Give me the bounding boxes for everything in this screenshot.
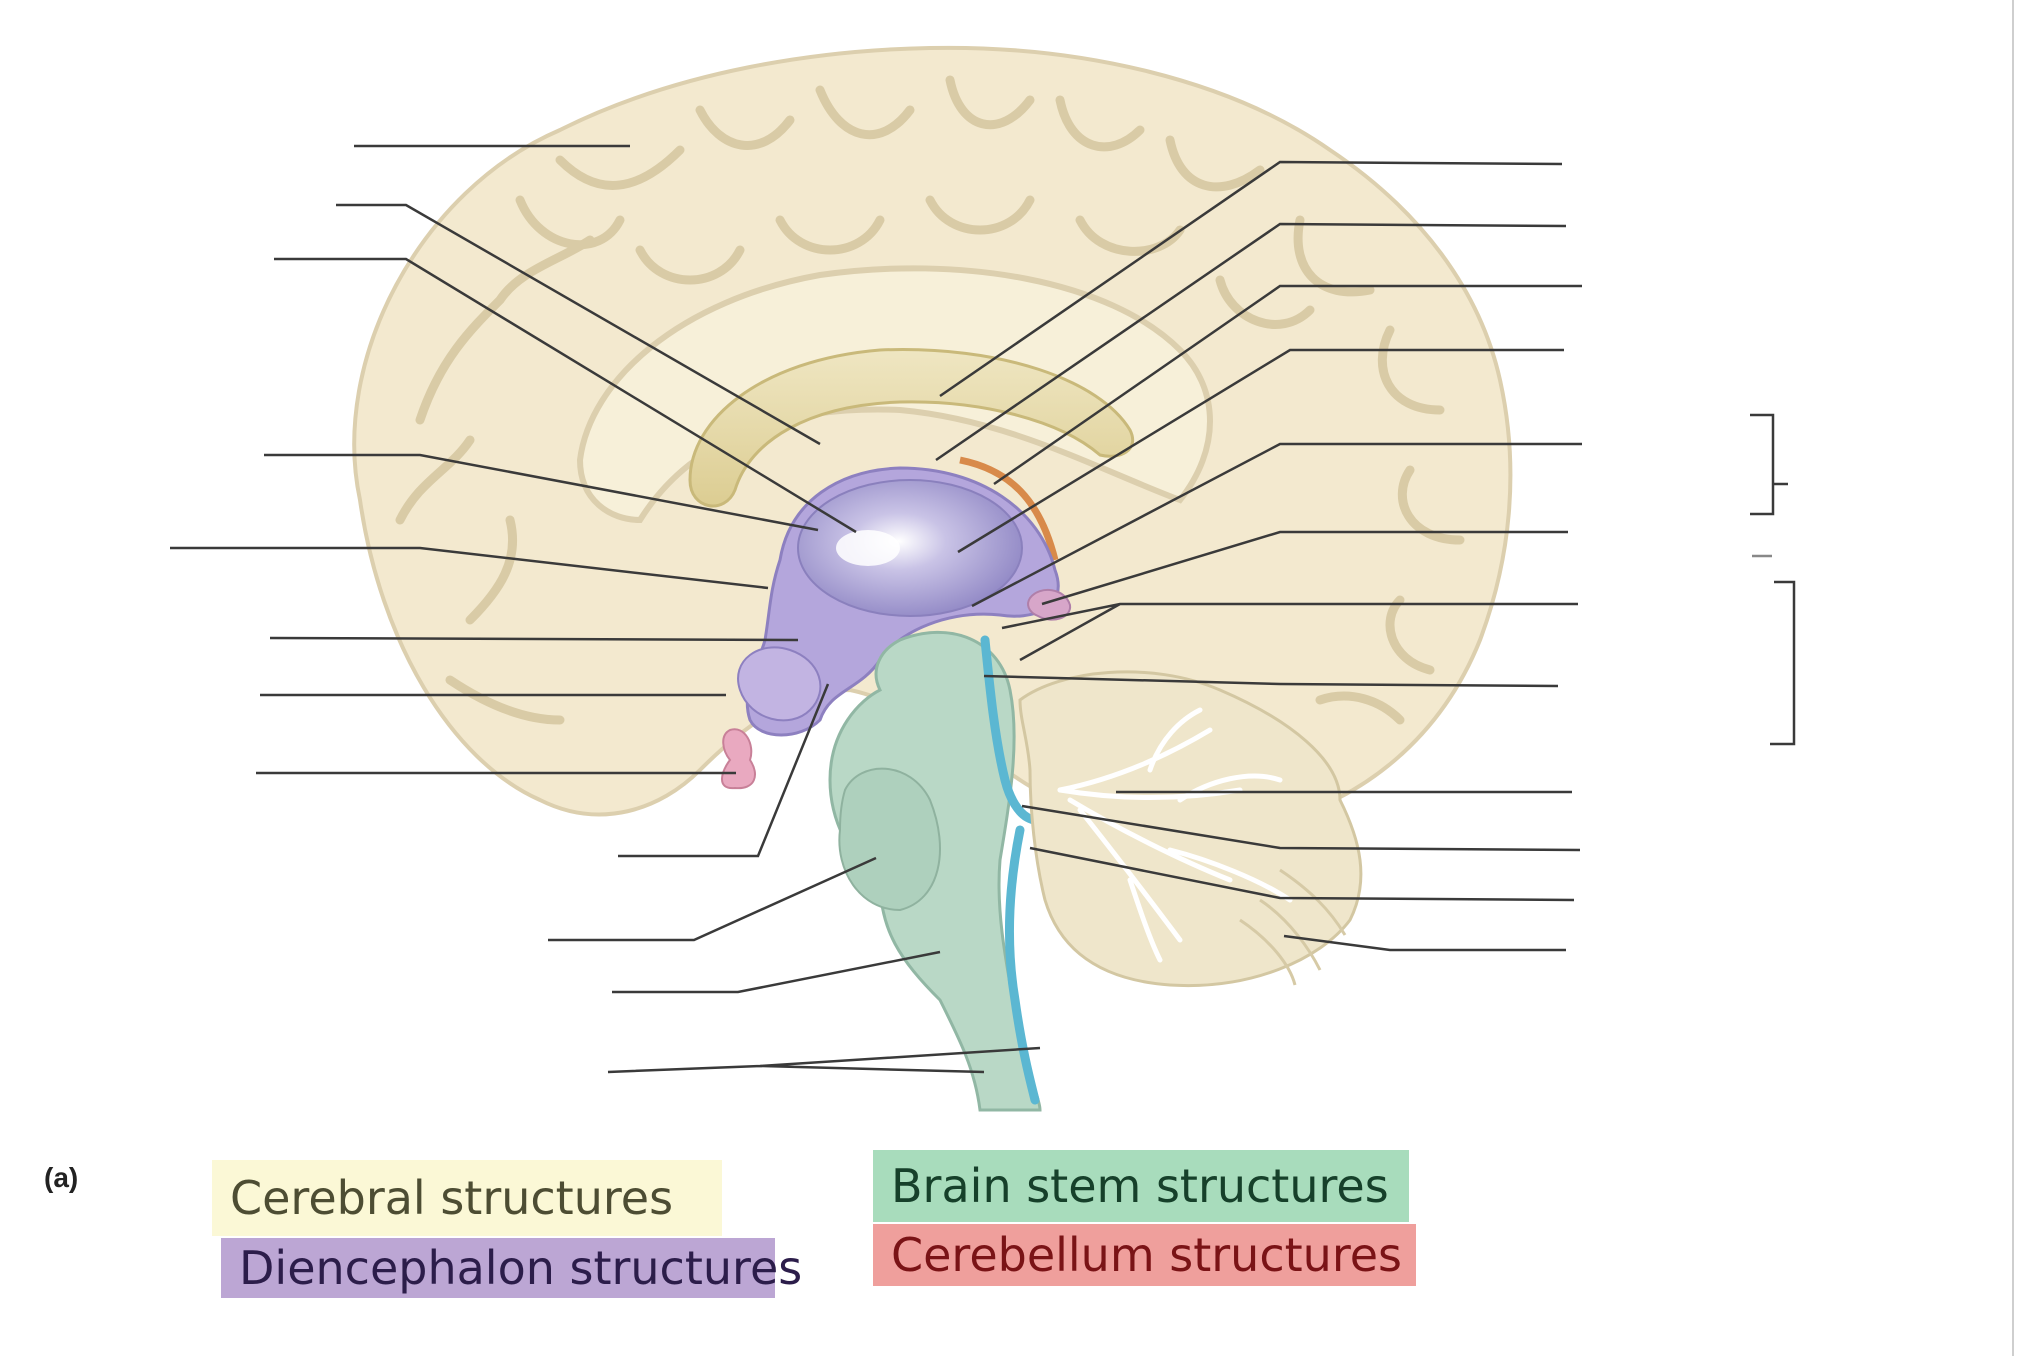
leader-line-left-3 [274, 257, 857, 534]
leader-line-right-10 [1021, 804, 1581, 852]
legend-diencephalon-label: Diencephalon structures [239, 1241, 803, 1295]
leader-line-left-2 [336, 203, 821, 446]
leader-line-right-4 [957, 348, 1564, 554]
cerebellar-folia [1239, 868, 1347, 986]
leader-line-right-8 [983, 674, 1559, 688]
panel-label: (a) [44, 1162, 79, 1193]
bracket-lower [1770, 580, 1796, 746]
leader-lines [170, 144, 1796, 1074]
pineal-gland [1027, 589, 1072, 621]
leader-line-left-11 [612, 950, 941, 994]
legend-diencephalon-structures: Diencephalon structures [221, 1238, 802, 1298]
leader-line-left-12 [607, 1046, 1041, 1074]
legend-cerebellum-structures: Cerebellum structures [873, 1224, 1416, 1286]
leader-line-left-4 [264, 453, 819, 532]
arbor-vitae [1057, 707, 1293, 963]
fornix [959, 456, 1059, 561]
leader-line-left-9 [618, 683, 830, 858]
legend-cerebral-label: Cerebral structures [230, 1171, 674, 1225]
cerebral-gyri [395, 75, 1465, 725]
leader-line-right-5 [971, 442, 1582, 608]
leader-line-right-1 [939, 160, 1563, 398]
leader-line-right-2 [935, 222, 1567, 462]
leader-line-left-5 [170, 546, 769, 590]
bracket-upper [1750, 413, 1788, 516]
leader-line-right-11 [1029, 846, 1575, 902]
cerebrum [352, 45, 1513, 830]
leader-line-right-7 [1001, 602, 1578, 662]
leader-line-right-6 [1041, 530, 1568, 606]
pons [838, 767, 941, 912]
legend-cerebral-structures: Cerebral structures [212, 1160, 722, 1236]
thalamus [797, 479, 1023, 617]
legend-cerebellum-label: Cerebellum structures [891, 1228, 1402, 1282]
legend-brainstem-label: Brain stem structures [891, 1159, 1389, 1213]
leader-line-right-12 [1283, 934, 1566, 952]
pituitary-gland [721, 728, 756, 790]
hypothalamus [737, 646, 822, 722]
leader-line-left-10 [548, 856, 877, 942]
leader-line-right-3 [993, 284, 1582, 486]
page-edge-right [2012, 0, 2014, 1356]
leader-line-left-6 [269, 636, 799, 642]
corpus-callosum [688, 348, 1135, 508]
interthalamic-adhesion [836, 530, 900, 566]
legend-brain-stem-structures: Brain stem structures [873, 1150, 1409, 1222]
cerebellum [1018, 670, 1363, 988]
